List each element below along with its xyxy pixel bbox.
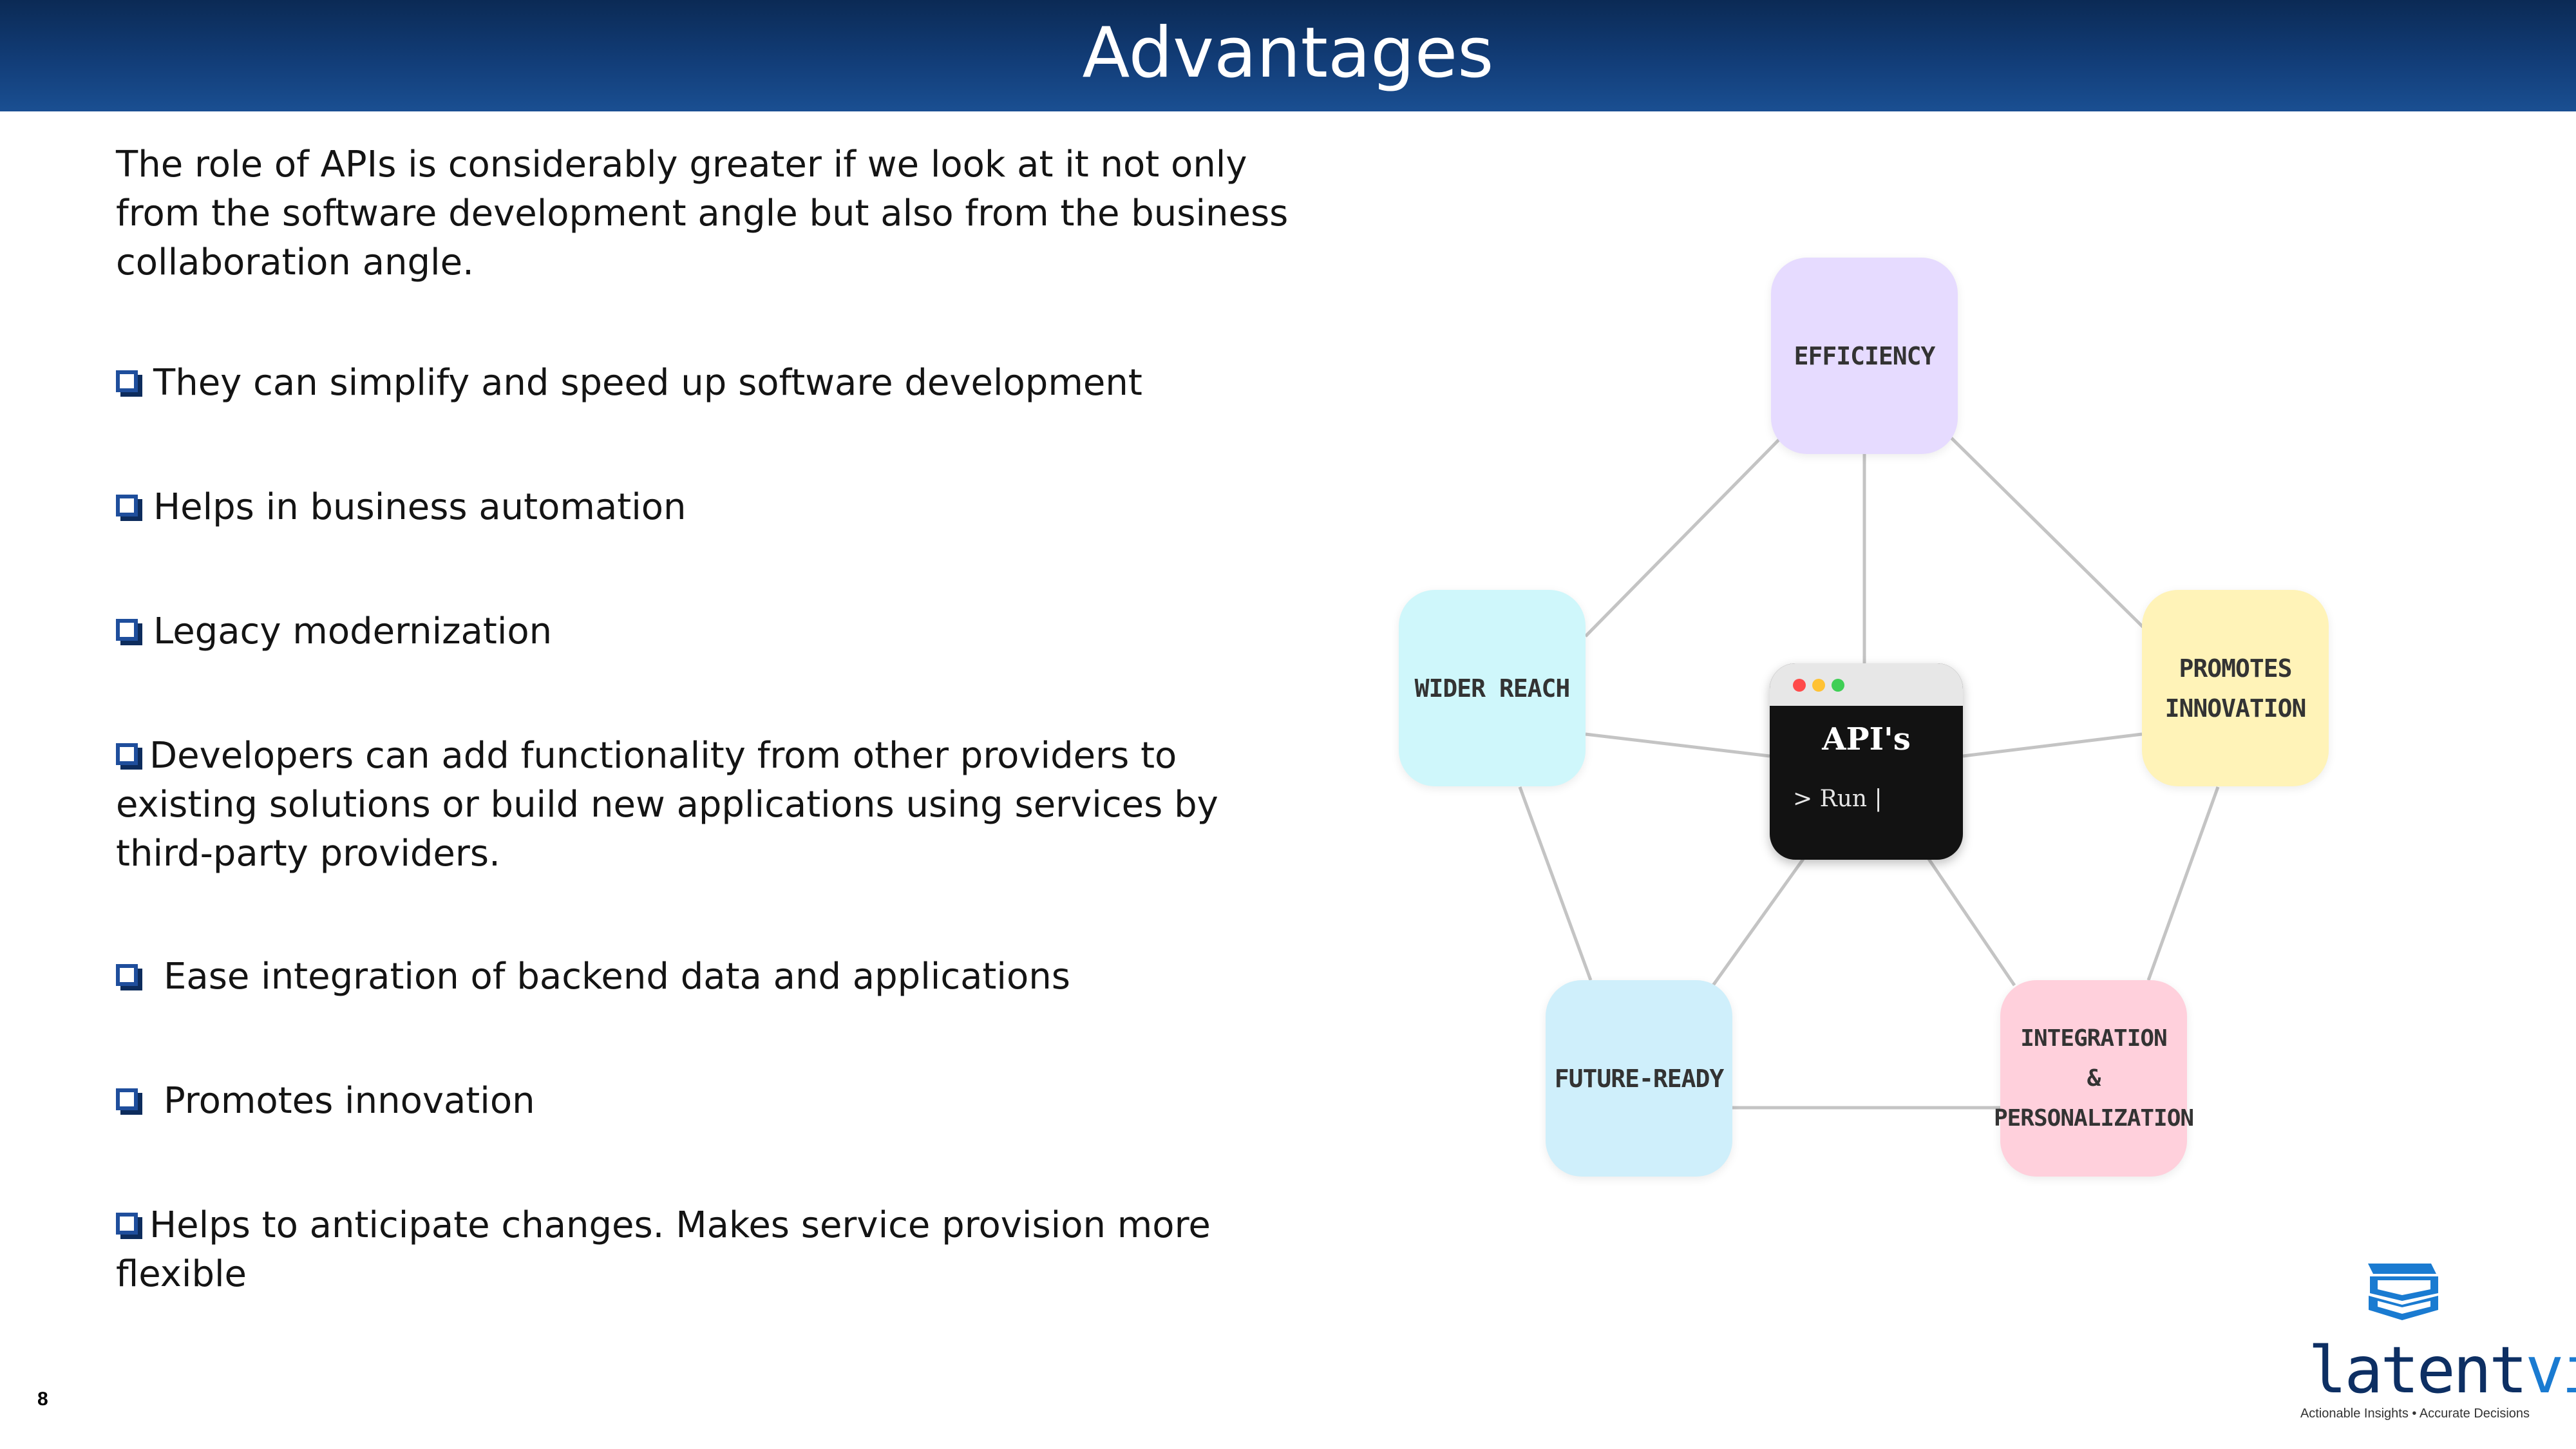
bullet-item: Promotes innovation xyxy=(116,1077,1340,1126)
logo-word-accent: view xyxy=(2525,1332,2576,1408)
window-maximize-dot-icon xyxy=(1832,679,1844,692)
window-minimize-dot-icon xyxy=(1812,679,1825,692)
node-future-ready: FUTURE-READY xyxy=(1546,980,1732,1177)
node-wider-reach: WIDER REACH xyxy=(1399,590,1586,786)
connector-line xyxy=(1950,437,2146,630)
node-promotes-innovation: PROMOTES INNOVATION xyxy=(2142,590,2329,786)
page-number: 8 xyxy=(37,1388,48,1410)
checkbox-bullet-icon xyxy=(116,743,138,765)
window-close-dot-icon xyxy=(1793,679,1806,692)
api-terminal-window: API's > Run | xyxy=(1770,663,1963,860)
bullet-item: Helps in business automation xyxy=(116,483,1340,532)
connector-line xyxy=(1711,858,1805,987)
api-title: API's xyxy=(1822,721,1911,757)
node-efficiency: EFFICIENCY xyxy=(1771,258,1958,454)
bullet-item: Ease integration of backend data and app… xyxy=(116,952,1340,1001)
checkbox-bullet-icon xyxy=(116,370,138,392)
api-advantages-diagram: EFFICIENCY WIDER REACH PROMOTES INNOVATI… xyxy=(1391,251,2344,1249)
bullet-item: Legacy modernization xyxy=(116,607,1340,656)
connector-line xyxy=(1962,732,2143,758)
checkbox-bullet-icon xyxy=(116,1088,138,1110)
connector-line xyxy=(1585,732,1770,758)
connector-line xyxy=(1518,786,1593,981)
page-title: Advantages xyxy=(1082,13,1494,93)
connector-line xyxy=(2146,786,2220,981)
bullet-item: Developers can add functionality from ot… xyxy=(116,732,1314,878)
bullet-text: Helps in business automation xyxy=(153,486,687,528)
bullet-text: Developers can add functionality from ot… xyxy=(116,735,1218,875)
logo-word-main: latent xyxy=(2308,1332,2528,1408)
bullet-text: Ease integration of backend data and app… xyxy=(164,956,1070,998)
connector-lines xyxy=(1518,437,2220,1110)
connector-line xyxy=(1927,858,2016,987)
checkbox-bullet-icon xyxy=(116,1213,138,1235)
checkbox-bullet-icon xyxy=(116,619,138,641)
bullet-item: Helps to anticipate changes. Makes servi… xyxy=(116,1201,1340,1299)
logo-stack-icon xyxy=(2368,1264,2438,1320)
intro-paragraph: The role of APIs is considerably greater… xyxy=(116,144,1289,283)
logo-tagline: Actionable Insights • Accurate Decisions xyxy=(2300,1406,2530,1421)
bullet-text: Helps to anticipate changes. Makes servi… xyxy=(116,1204,1211,1295)
window-titlebar xyxy=(1770,663,1963,706)
logo-wordmark: latentview xyxy=(2308,1338,2576,1403)
bullet-text: Legacy modernization xyxy=(153,611,553,652)
api-run-command: > Run | xyxy=(1793,786,1882,812)
connector-line xyxy=(1584,437,1782,638)
title-bar: Advantages xyxy=(0,0,2576,111)
bullet-text: Promotes innovation xyxy=(164,1080,535,1122)
node-integration-personalization: INTEGRATION & PERSONALIZATION xyxy=(1994,980,2194,1177)
bullet-item: They can simplify and speed up software … xyxy=(116,359,1340,408)
checkbox-bullet-icon xyxy=(116,495,138,516)
checkbox-bullet-icon xyxy=(116,964,138,986)
bullet-text: They can simplify and speed up software … xyxy=(153,362,1142,404)
latentview-logo: latentview Actionable Insights • Accurat… xyxy=(2293,1256,2576,1430)
